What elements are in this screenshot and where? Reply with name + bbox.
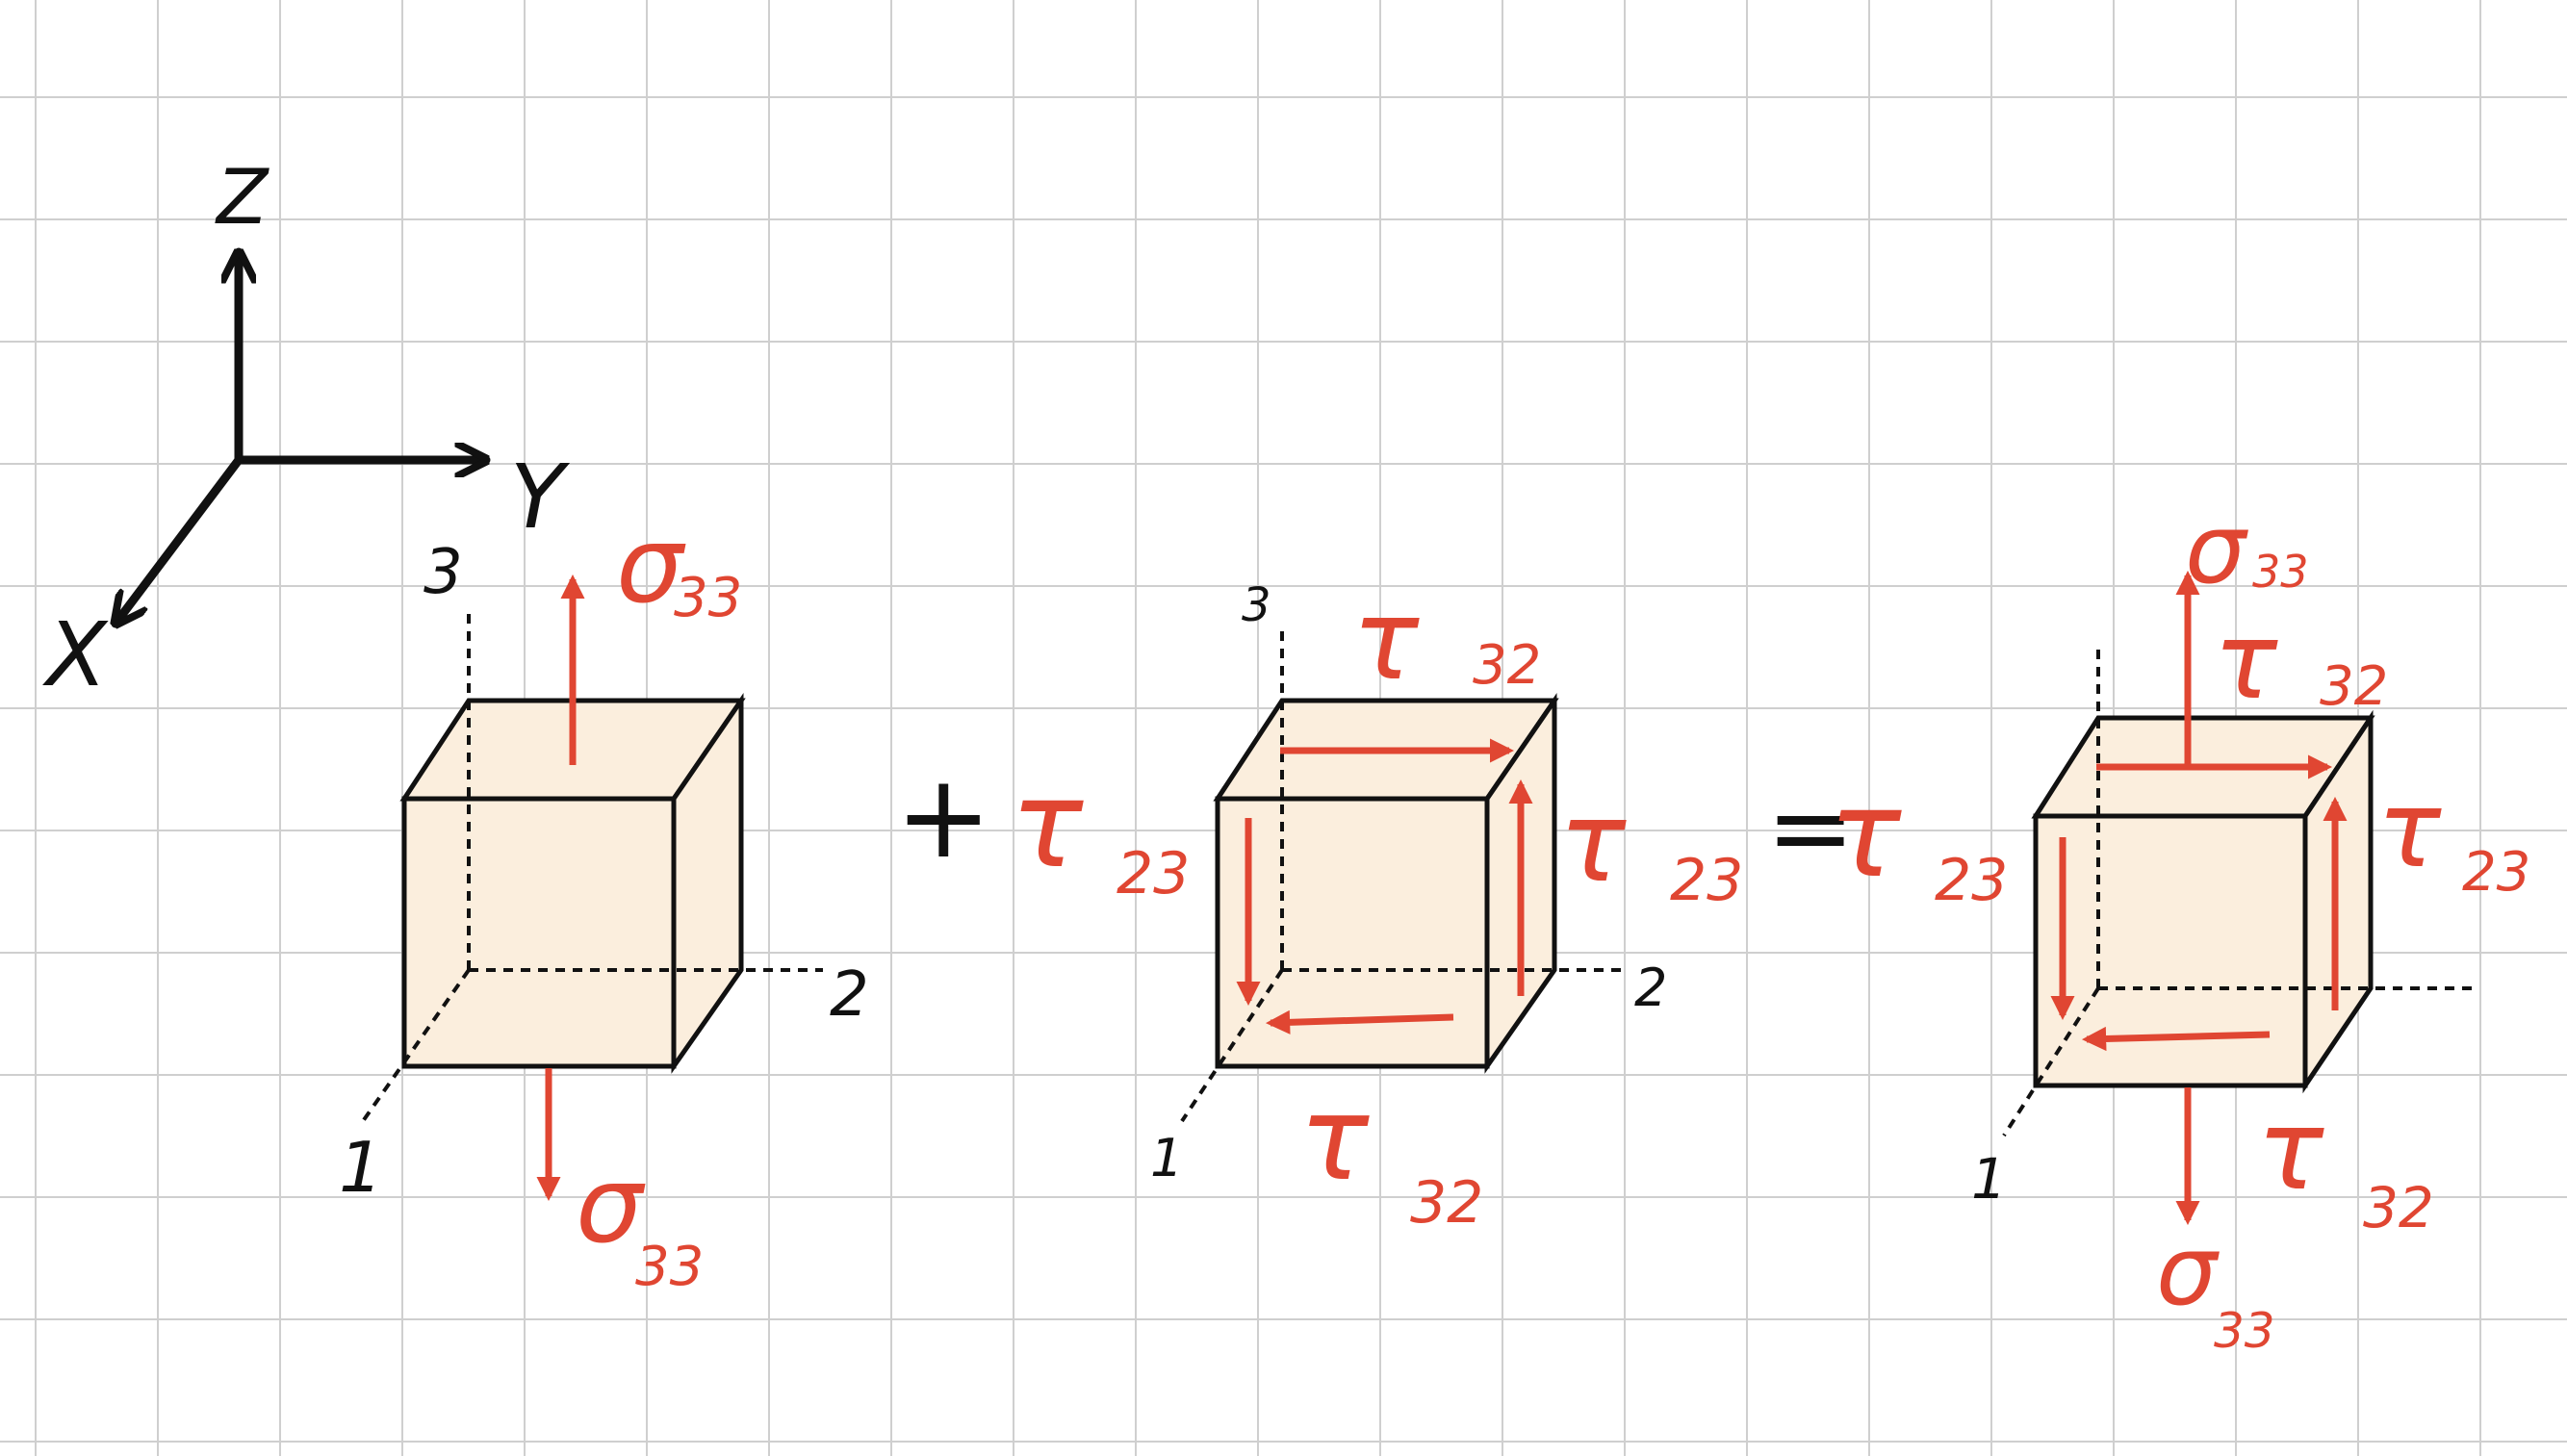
y-axis-label: Y: [510, 446, 571, 549]
cube-1: 3 2 1 σ 33 σ 33: [339, 503, 869, 1298]
cube-3-bottom-tau-symbol: τ: [2257, 1086, 2324, 1215]
cube-2-axis-1-label: 1: [1150, 1128, 1183, 1188]
equals-operator: =: [1766, 766, 1855, 889]
cube-3-right-tau-symbol: τ: [2377, 768, 2442, 891]
z-axis-label: Z: [215, 155, 270, 242]
cube-1-top-sigma-subscript: 33: [674, 567, 742, 629]
cube-3-front-face: [2033, 813, 2308, 1088]
coordinate-axes: Z Y X: [42, 155, 571, 706]
cube-1-axis-1-label: 1: [339, 1127, 383, 1208]
cube-2-left-tau-symbol: τ: [1011, 755, 1084, 895]
cube-2: 3 2 1 τ 32 τ 23 τ 23 τ 32: [1011, 576, 1743, 1237]
cube-3-bottom-sigma-symbol: σ: [2156, 1214, 2220, 1327]
cube-3: 1 σ 33 τ 32 τ 23 τ 23 τ 32 σ 33: [1829, 493, 2530, 1359]
cube-1-axis-3-label: 3: [424, 537, 463, 608]
cube-2-left-tau-subscript: 23: [1117, 840, 1190, 907]
cube-1-front-face: [401, 796, 677, 1069]
x-axis-label: X: [42, 603, 109, 706]
cube-2-bottom-shear-arrow: [1265, 1009, 1454, 1035]
cube-2-axis-2-label: 2: [1634, 958, 1667, 1018]
x-axis-arrow: [116, 455, 244, 624]
plus-operator: +: [895, 751, 992, 884]
cube-3-bottom-tau-subscript: 32: [2363, 1175, 2434, 1240]
cube-1-axis-1: [359, 968, 471, 1126]
cube-2-front-face: [1215, 796, 1490, 1069]
cube-1-bottom-sigma-subscript: 33: [635, 1236, 704, 1298]
cube-3-left-tau-symbol: τ: [1829, 765, 1902, 905]
cube-3-right-tau-subscript: 23: [2462, 841, 2530, 904]
cube-1-bottom-sigma-symbol: σ: [576, 1143, 646, 1266]
cube-3-top-sigma-subscript: 33: [2252, 546, 2309, 598]
cube-2-top-tau-subscript: 32: [1473, 634, 1541, 697]
cube-3-axis-1: [2002, 986, 2100, 1137]
cube-2-right-tau-subscript: 23: [1670, 847, 1743, 914]
cube-2-bottom-tau-subscript: 32: [1410, 1169, 1483, 1237]
cube-2-top-tau-symbol: τ: [1352, 576, 1420, 705]
cube-3-axis-1-label: 1: [1971, 1146, 2007, 1212]
cube-3-left-tau-subscript: 23: [1935, 847, 2008, 914]
cube-3-bottom-sigma-subscript: 33: [2214, 1303, 2275, 1359]
cube-1-axis-2-label: 2: [830, 959, 869, 1031]
cube-2-axis-1: [1180, 968, 1284, 1123]
cube-3-top-tau-symbol: τ: [2214, 600, 2278, 723]
cube-3-top-tau-subscript: 32: [2320, 655, 2388, 718]
cube-2-right-tau-symbol: τ: [1559, 779, 1627, 907]
cube-1-top-sigma-symbol: σ: [616, 503, 686, 626]
cube-2-axis-3-label: 3: [1242, 578, 1271, 632]
cube-2-bottom-tau-symbol: τ: [1299, 1073, 1370, 1207]
cube-3-bottom-shear-arrow: [2081, 1026, 2271, 1052]
cube-3-top-sigma-symbol: σ: [2185, 493, 2248, 605]
cube-1-right-face: [671, 692, 744, 1074]
